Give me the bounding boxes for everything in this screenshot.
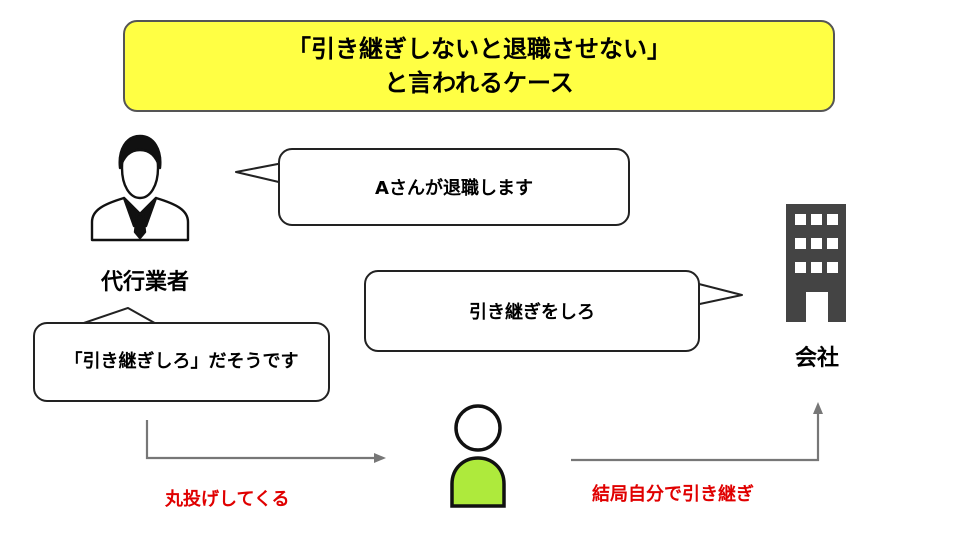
title-banner: 「引き継ぎしないと退職させない」 と言われるケース xyxy=(123,20,835,112)
speech-bubble-agency-relay: 「引き継ぎしろ」だそうです xyxy=(33,322,330,402)
edge-label-self-handover: 結局自分で引き継ぎ xyxy=(592,484,754,505)
agency-relay-text: 「引き継ぎしろ」だそうです xyxy=(64,351,299,372)
title-line-2: と言われるケース xyxy=(384,69,574,97)
speech-bubble-retire-notice: Aさんが退職します xyxy=(278,148,630,226)
speech-bubble-handover-demand: 引き継ぎをしろ xyxy=(364,270,700,352)
arrow-self-handover xyxy=(571,402,823,462)
bubble-tail-retire xyxy=(235,162,285,184)
businessman-icon xyxy=(90,134,190,242)
arrow-dump xyxy=(145,420,386,463)
building-icon xyxy=(786,204,846,322)
person-icon xyxy=(450,404,506,508)
retire-notice-text: Aさんが退職します xyxy=(375,178,533,199)
agency-label: 代行業者 xyxy=(100,270,189,295)
edge-label-dumped: 丸投げしてくる xyxy=(165,489,290,510)
bubble-tail-handover xyxy=(693,282,743,306)
handover-demand-text: 引き継ぎをしろ xyxy=(469,302,595,323)
title-line-1: 「引き継ぎしないと退職させない」 xyxy=(287,35,671,63)
company-label: 会社 xyxy=(794,346,839,371)
